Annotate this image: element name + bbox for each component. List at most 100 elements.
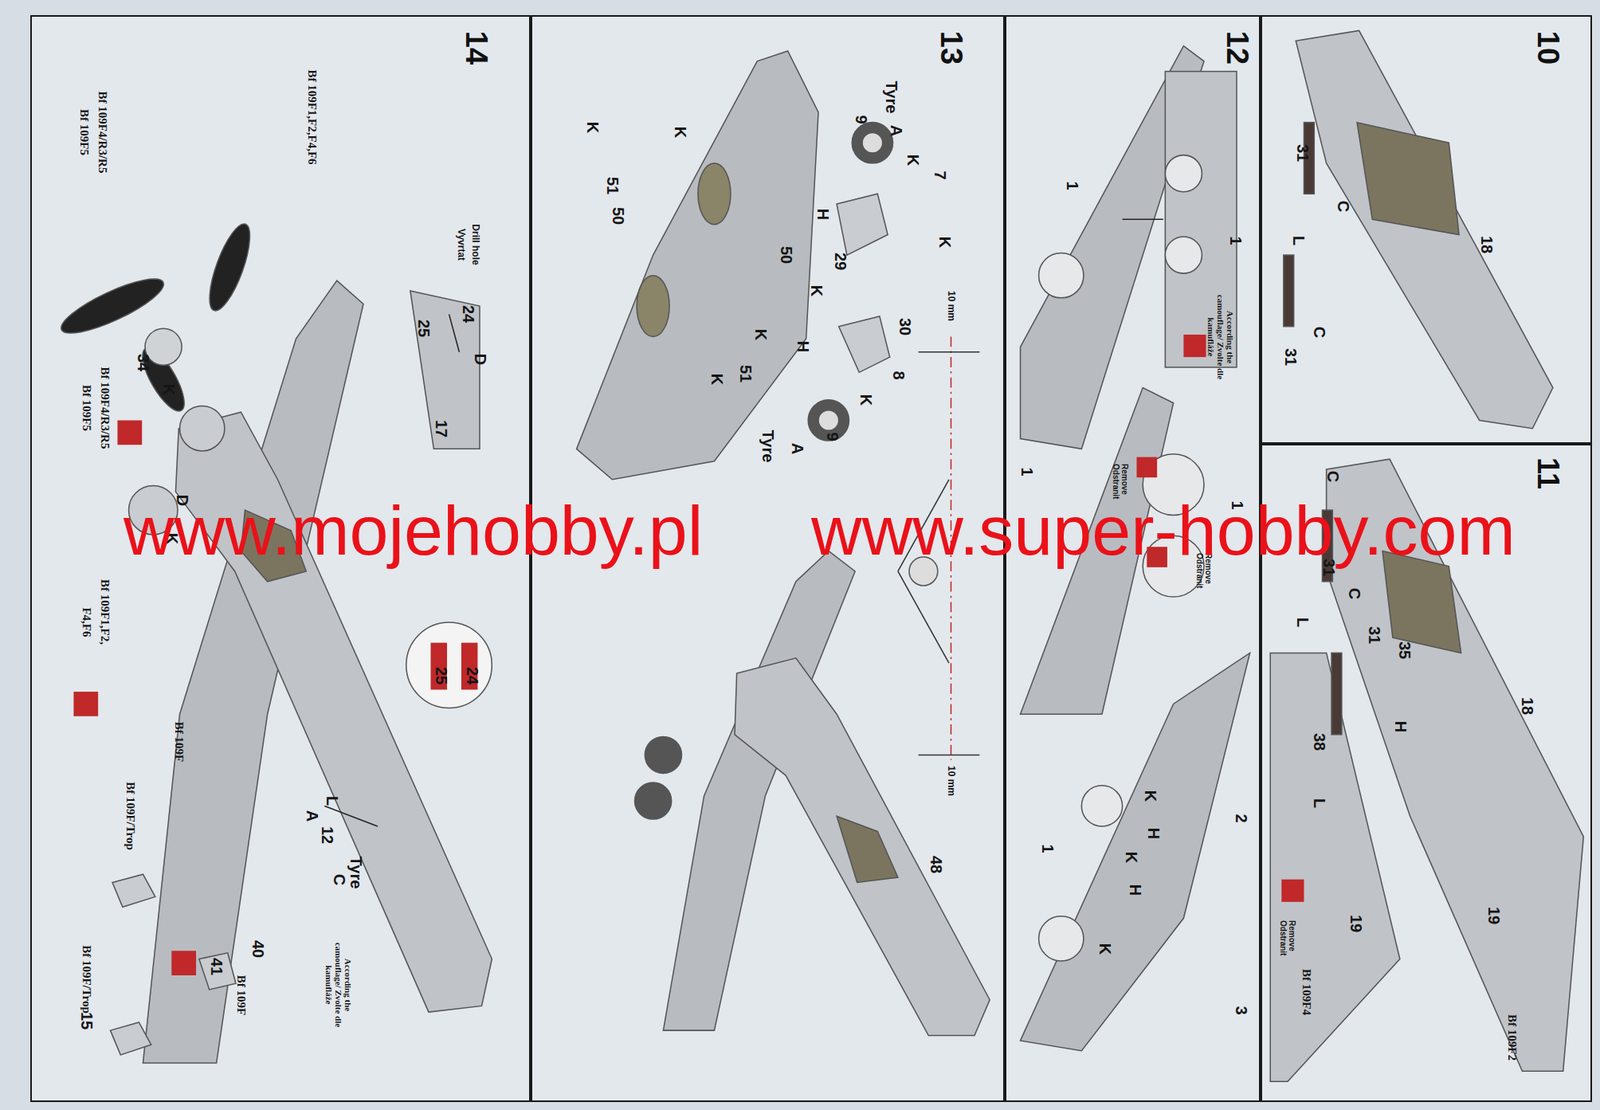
callout-number: 10 mm [945,765,957,797]
callout-number: L [322,796,342,806]
callout-number: K [1121,850,1140,863]
watermark: www.super-hobby.com [811,490,1516,572]
callout-number: H [792,341,812,353]
variant-note: Bf 109F4/R3/R5 [95,91,110,174]
callout-number: K [934,235,953,248]
callout-number: 50 [776,246,796,264]
variant-note: Bf 109F5 [77,109,91,157]
callout-number: 34 [133,352,153,371]
watermark: www.mojehobby.pl [123,490,703,572]
callout-number: 30 [894,317,914,336]
callout-number: C [329,874,349,886]
variant-note: Bf 109F1,F2, [97,579,111,645]
callout-number: A [886,125,906,137]
callout-number: 17 [431,419,451,438]
callout-number: 18 [1517,697,1536,715]
callout-number: K [159,384,178,396]
callout-number: 1 [1037,844,1056,854]
callout-number: K [1141,790,1160,802]
callout-number: 31 [1280,348,1299,366]
callout-number: H [813,208,832,220]
callout-number: 31 [1293,144,1312,162]
callout-number: 9 [850,114,870,124]
callout-number: A [301,810,321,822]
variant-note: Bf 109F [234,974,248,1015]
instruction-note: Remove Odstranit [1278,920,1297,969]
callout-number: 51 [603,176,622,195]
step-number: 14 [458,30,494,64]
callout-number: 41 [207,957,226,976]
callout-number: 9 [822,432,841,442]
callout-number: H [1144,827,1163,840]
callout-number: K [1094,943,1114,955]
callout-number: C [1309,326,1328,338]
callout-number: 1 [1017,466,1036,476]
callout-number: K [807,285,826,297]
variant-note: Bf 109F5 [78,384,93,432]
callout-number: K [902,154,922,166]
callout-number: 10 mm [945,290,957,322]
callout-number: 51 [735,364,754,383]
callout-number: 18 [1476,235,1495,254]
callout-number: 50 [607,207,627,225]
callout-number: L [1288,235,1307,246]
callout-number: 7 [930,171,950,181]
callout-number: 1 [1225,236,1244,246]
callout-number: Tyre [345,856,365,890]
fuselage-step-10 [1283,30,1553,428]
callout-number: K [751,329,770,341]
callout-number: 25 [414,319,433,338]
callout-number: C [1323,470,1342,483]
callout-number: Drill hole [470,224,482,266]
callout-number: 48 [926,855,946,874]
step-number: 10 [1530,30,1565,64]
variant-note: Bf 109F1,F2,F4,F6 [304,70,318,165]
instruction-note: According the camouflage/ Zvolte dle kam… [1206,289,1236,385]
variant-note: Bf 109F4 [1299,968,1314,1016]
aircraft-step-14 [55,219,493,1063]
callout-number: 2 [1231,813,1251,823]
variant-note: Bf 109F4/R3/R5 [97,367,111,450]
callout-number: 24 [458,305,477,323]
callout-number: 12 [317,825,336,844]
callout-number: H [1125,883,1145,895]
callout-number: 25 [431,666,451,685]
variant-note: Bf 109F2 [1504,1014,1518,1061]
callout-number: H [1391,721,1410,733]
instruction-note: According the camouflage/ Zvolte dle kam… [324,937,353,1033]
callout-number: 24 [462,666,481,685]
variant-note: F4,F6 [78,607,93,638]
step-number: 11 [1530,457,1565,490]
callout-number: Tyre [758,429,777,463]
callout-number: K [855,394,875,406]
variant-note: Bf 109F/Trop [122,782,137,851]
callout-number: 1 [1062,181,1081,191]
callout-number: Tyre [881,80,900,114]
sheet-ground [31,15,1593,1102]
callout-number: D [470,353,489,365]
callout-number: L [1309,798,1328,808]
callout-number: 8 [888,371,907,381]
callout-number: 35 [1395,641,1414,659]
variant-note: Bf 109F [172,721,186,762]
step-panel: 10 [1260,15,1593,444]
callout-number: 19 [1483,906,1502,925]
callout-number: K [582,121,601,134]
callout-number: C [1333,200,1353,212]
step-number: 12 [1219,30,1254,64]
callout-number: L [1293,617,1312,628]
callout-number: A [788,443,807,455]
callout-number: 38 [1309,733,1328,751]
callout-number: K [706,373,726,385]
callout-number: 19 [1345,914,1365,933]
callout-number: K [670,126,689,138]
callout-number: 3 [1231,1005,1251,1015]
callout-number: C [1345,588,1364,600]
callout-number: 29 [830,252,849,271]
callout-number: Vyvrtat [455,228,467,261]
callout-number: 40 [247,940,267,958]
callout-number: 15 [76,1011,95,1029]
variant-note: Bf 109F/Trop [78,945,93,1015]
step-number: 13 [933,30,968,64]
callout-number: 31 [1364,625,1383,644]
